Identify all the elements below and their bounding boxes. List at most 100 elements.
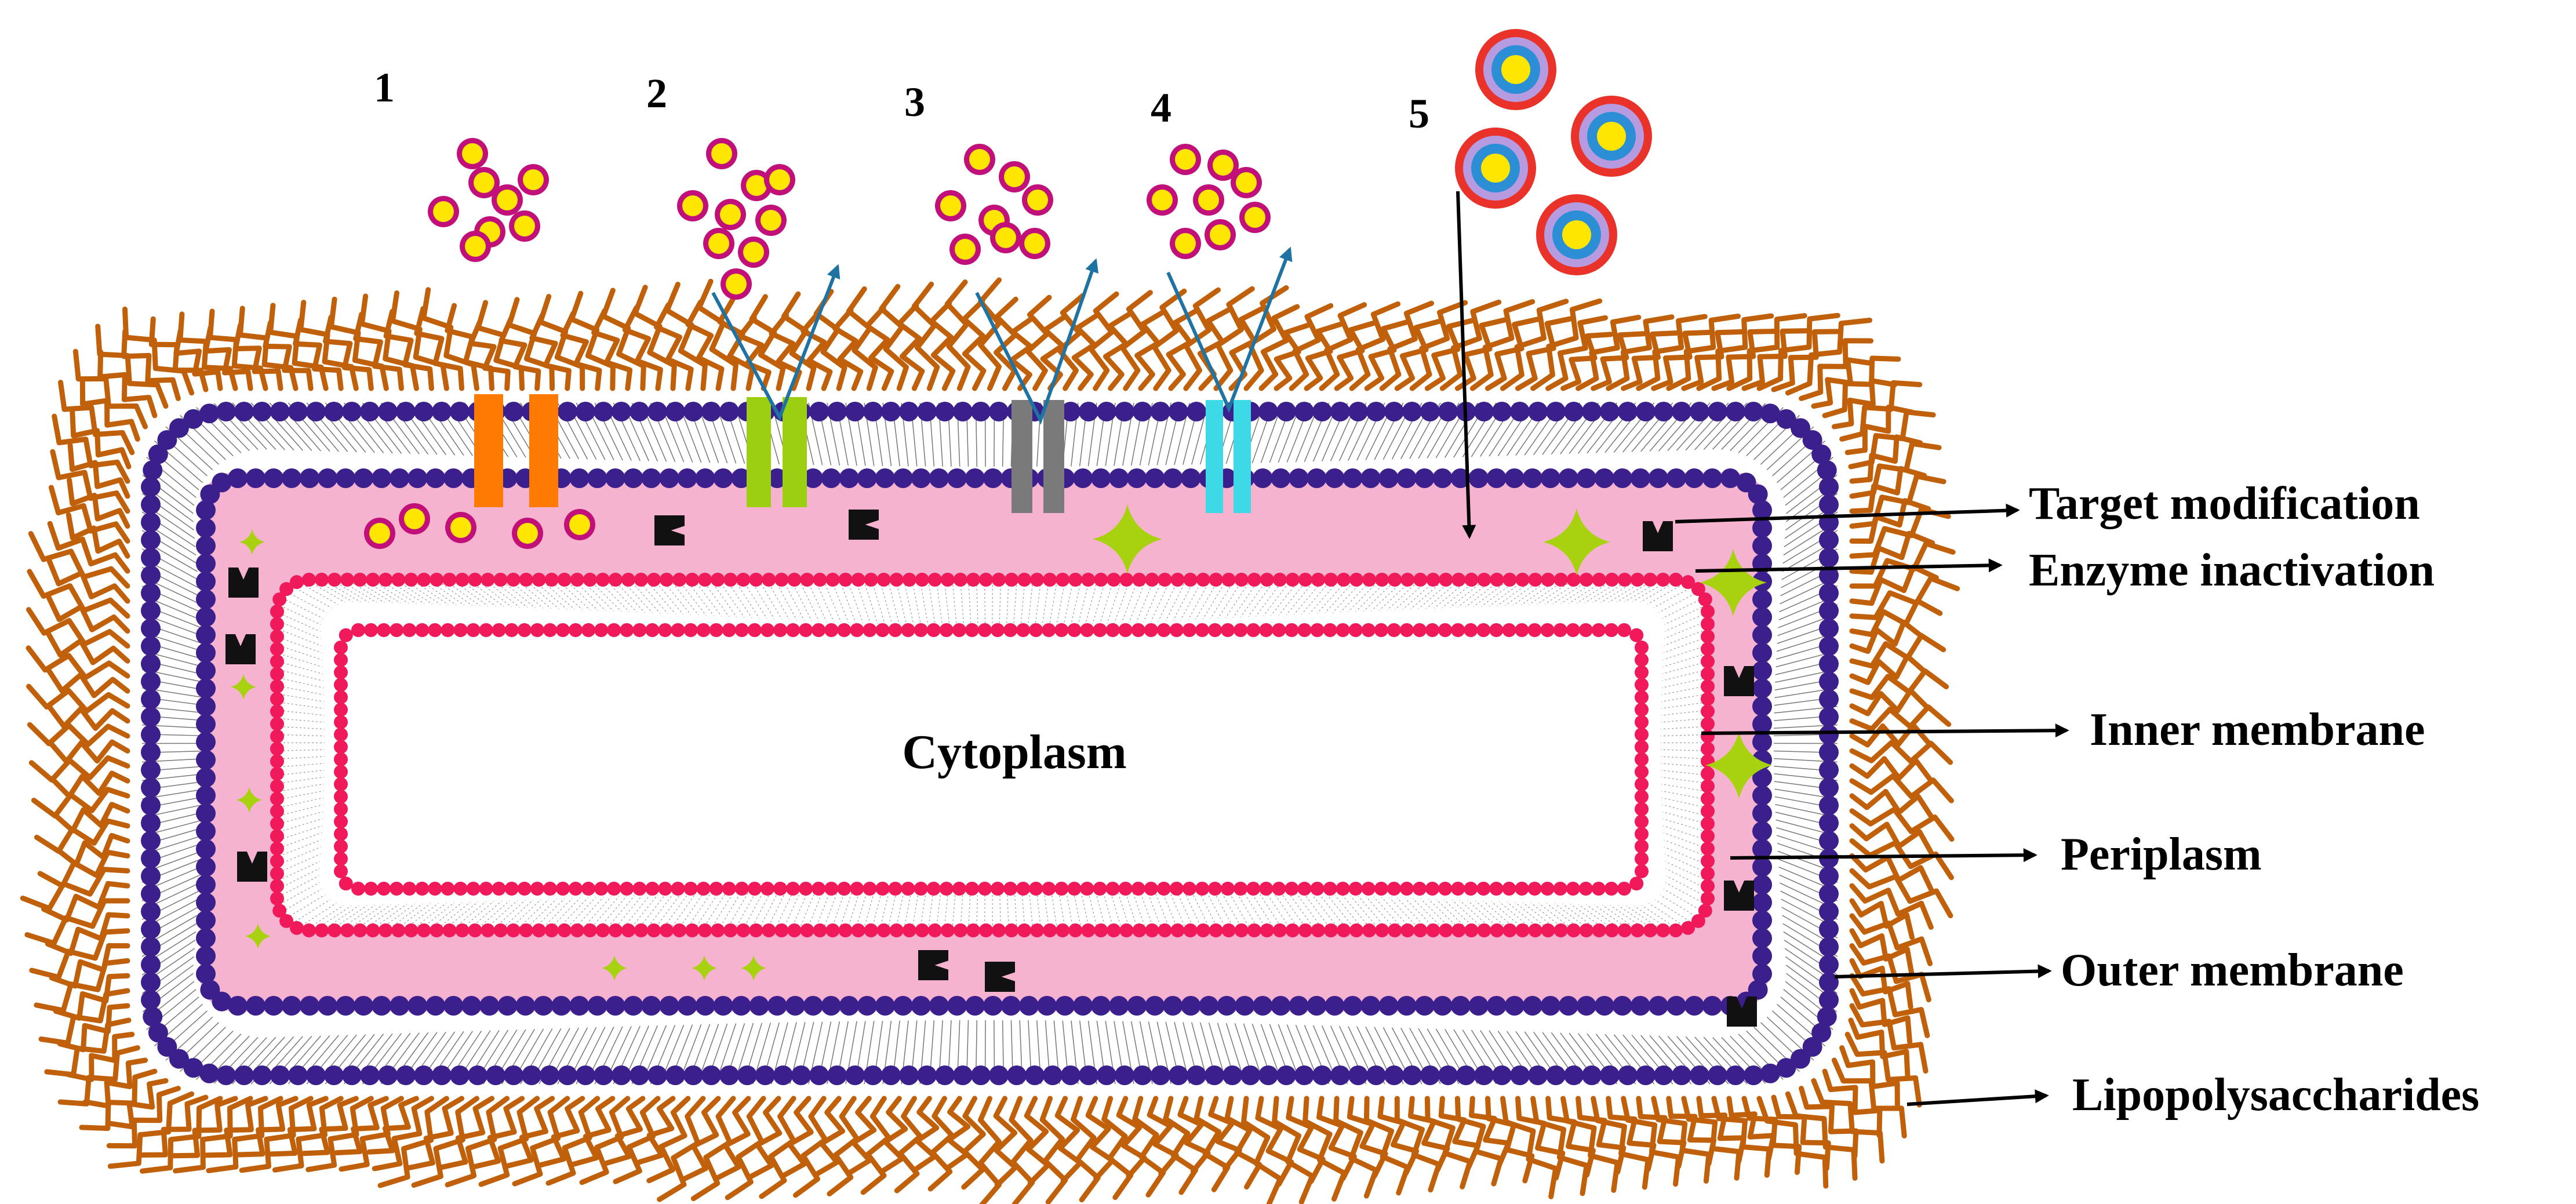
lipid-head [1169,402,1188,421]
lipid-head [141,795,161,816]
lipid-head [767,468,787,488]
lipid-head [396,402,416,421]
lps-chain [1347,1096,1388,1178]
lps-chain [1799,338,1874,401]
lipid-head [1669,923,1683,937]
lipid-head [719,402,739,421]
lipid-head [282,468,302,488]
lps-chain [529,314,572,391]
lipid-head [1378,468,1399,488]
lipid-head [989,402,1009,421]
lipid-head [1522,468,1542,488]
lipid-head [1080,882,1094,896]
lipid-head [698,923,712,937]
lps-chain [1500,299,1569,391]
lipid-head [774,573,789,587]
lps-chain [894,1096,923,1194]
lps-chain [1849,541,1956,589]
lps-chain [1394,1096,1442,1193]
lipid-head [1464,623,1478,637]
lipid-head [760,882,774,896]
lps-chain [34,958,130,1013]
lipid-head [1209,573,1223,587]
lipid-head [1701,892,1715,905]
lipid-head [1439,573,1453,587]
lipid-head [1791,1049,1811,1069]
lps-chain [1726,313,1807,391]
lipid-head [1701,605,1715,619]
lipid-head [1752,536,1772,556]
lps-chain [747,1096,783,1180]
lps-chain [1848,409,1936,470]
lps-chain [696,278,738,391]
lipid-head [665,402,685,421]
lipid-head [1131,882,1145,896]
lipid-head [196,946,216,966]
lipid-head [1029,623,1043,637]
lipid-head [1752,767,1772,788]
lps-chain [1208,1096,1242,1172]
lipid-head [1819,548,1839,568]
mechanism-number-3: 3 [904,79,925,125]
lps-chain [1831,1057,1907,1138]
lps-chain [1485,316,1542,391]
lipid-head [428,882,442,896]
lipid-head [1582,402,1602,421]
lipid-head [302,923,316,937]
lipid-head [1043,1065,1063,1085]
lipid-head [1546,1065,1566,1085]
lipid-head [1476,882,1491,896]
lps-chain [1849,788,1934,820]
lipid-head [1618,1065,1638,1085]
lipid-head [486,1065,505,1085]
lipid-head [351,623,365,637]
lipid-head [1311,573,1325,587]
lipid-head [1259,623,1274,637]
lipid-tail [275,776,325,784]
lipid-head [1635,728,1649,742]
lps-chain [685,299,725,391]
lipid-head [1553,573,1568,587]
lipid-head [1701,716,1715,731]
lipid-head [141,866,161,886]
lipid-head [731,468,751,488]
lipid-head [1819,972,1839,992]
lps-chain [896,303,925,391]
lipid-head [1336,882,1350,896]
lipid-head [1635,752,1649,766]
lipid-head [1698,904,1712,918]
lipid-head [1504,468,1525,488]
lipid-head [1752,857,1772,877]
lipid-head [1311,923,1325,937]
lipid-head [1819,937,1839,957]
lipid-head [1388,923,1402,937]
lipid-head [1325,996,1345,1016]
lps-chain [1319,302,1367,391]
lps-chain [1408,1096,1450,1173]
lipid-head [914,623,928,637]
lipid-head [1003,882,1018,896]
lipid-head [1285,573,1300,587]
lps-chain [1224,1096,1262,1190]
lipid-head [1558,468,1578,488]
lipid-head [1234,923,1249,937]
lps-chain [978,1096,1002,1204]
lipid-head [1258,402,1278,421]
lipid-head [947,468,967,488]
lipid-head [228,996,248,1016]
lipid-head [1294,402,1314,421]
lipid-head [583,573,597,587]
lipid-head [1097,1065,1116,1085]
lipid-head [328,573,342,587]
lipid-head [1819,583,1839,603]
lipid-head [141,707,161,727]
lipid-tail [1228,890,1253,934]
lipid-head [1594,468,1614,488]
lipid-head [466,882,481,896]
antibiotic-core [433,201,454,222]
lipid-head [1246,623,1261,637]
lipid-head [1067,882,1082,896]
lipid-head [1819,883,1839,904]
lipid-head [1546,402,1566,421]
lipid-head [821,468,841,488]
